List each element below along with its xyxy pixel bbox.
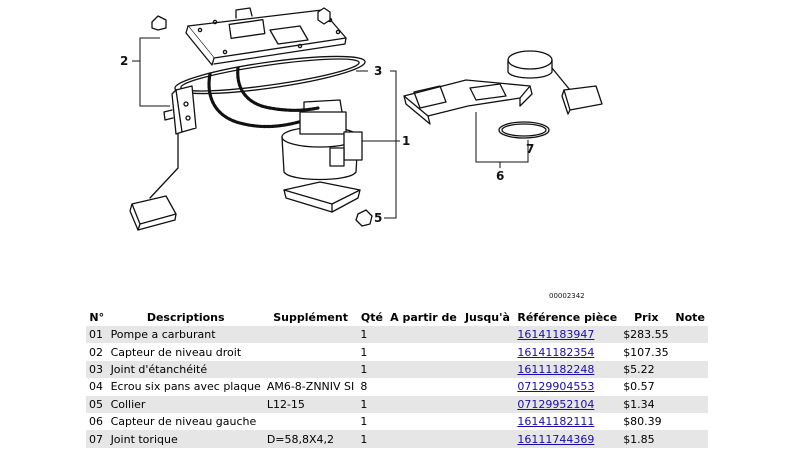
callout-5: 5 [374, 211, 382, 225]
cell-reference: 16141182111 [514, 412, 621, 431]
part-reference-link[interactable]: 16141183947 [517, 328, 595, 342]
cell-description: Pompe a carburant [107, 326, 264, 344]
cell-note [672, 412, 708, 431]
table-header-row: N° Descriptions Supplément Qté A partir … [86, 309, 708, 326]
cell-description: Capteur de niveau gauche [107, 412, 264, 431]
table-row: 02 Capteur de niveau droit 1 16141182354… [86, 343, 708, 361]
part-reference-link[interactable]: 16111744369 [517, 432, 595, 446]
cell-supplement: D=58,8X4,2 [263, 430, 358, 448]
callout-2: 2 [120, 54, 128, 68]
cell-qty: 1 [357, 360, 387, 379]
parts-table: N° Descriptions Supplément Qté A partir … [86, 309, 708, 448]
cell-reference: 07129952104 [514, 395, 621, 413]
callout-6: 6 [496, 169, 504, 183]
table-row: 06 Capteur de niveau gauche 1 1614118211… [86, 412, 708, 431]
cell-price: $5.22 [620, 360, 673, 379]
cell-no: 05 [86, 395, 108, 413]
cell-note [672, 343, 708, 361]
cell-until [460, 343, 515, 361]
cell-description: Ecrou six pans avec plaque [107, 378, 264, 396]
cell-until [460, 326, 515, 344]
col-header-description: Descriptions [146, 311, 225, 324]
cell-from [386, 395, 461, 413]
part-reference-link[interactable]: 07129952104 [517, 397, 595, 411]
cell-supplement: AM6-8-ZNNIV SI [263, 378, 358, 396]
cell-reference: 16141183947 [514, 326, 621, 344]
table-row: 05 Collier L12-15 1 07129952104 $1.34 [86, 395, 708, 413]
cell-note [672, 378, 708, 396]
table-row: 07 Joint torique D=58,8X4,2 1 1611174436… [86, 430, 708, 448]
cell-from [386, 430, 461, 448]
cell-qty: 1 [357, 326, 387, 344]
cell-supplement [263, 326, 358, 344]
cell-from [386, 326, 461, 344]
cell-price: $80.39 [620, 412, 673, 431]
cell-qty: 1 [357, 430, 387, 448]
cell-supplement [263, 412, 358, 431]
col-header-until: Jusqu'à [464, 311, 510, 324]
table-row: 04 Ecrou six pans avec plaque AM6-8-ZNNI… [86, 378, 708, 396]
cell-no: 04 [86, 378, 108, 396]
col-header-no: N° [89, 311, 105, 324]
col-header-note: Note [675, 311, 705, 324]
cell-from [386, 343, 461, 361]
cell-reference: 16141182354 [514, 343, 621, 361]
part-reference-link[interactable]: 16141182354 [517, 345, 595, 359]
col-header-reference: Référence pièce [517, 311, 618, 324]
cell-supplement [263, 343, 358, 361]
cell-until [460, 395, 515, 413]
cell-qty: 1 [357, 412, 387, 431]
cell-from [386, 378, 461, 396]
cell-price: $0.57 [620, 378, 673, 396]
cell-until [460, 412, 515, 431]
cell-no: 02 [86, 343, 108, 361]
cell-supplement [263, 360, 358, 379]
cell-no: 03 [86, 360, 108, 379]
col-header-from: A partir de [390, 311, 457, 324]
cell-until [460, 378, 515, 396]
cell-reference: 16111744369 [514, 430, 621, 448]
cell-price: $1.85 [620, 430, 673, 448]
cell-until [460, 360, 515, 379]
cell-supplement: L12-15 [263, 395, 358, 413]
callout-1: 1 [402, 134, 410, 148]
callout-3: 3 [374, 64, 382, 78]
cell-no: 06 [86, 412, 108, 431]
table-row: 01 Pompe a carburant 1 16141183947 $283.… [86, 326, 708, 344]
cell-no: 01 [86, 326, 108, 344]
cell-from [386, 360, 461, 379]
cell-description: Joint d'étanchéité [107, 360, 264, 379]
cell-note [672, 395, 708, 413]
part-reference-link[interactable]: 16111182248 [517, 362, 595, 376]
cell-note [672, 326, 708, 344]
part-reference-link[interactable]: 07129904553 [517, 380, 595, 394]
cell-note [672, 360, 708, 379]
cell-qty: 1 [357, 343, 387, 361]
diagram-id: 00002342 [549, 292, 585, 300]
cell-description: Joint torique [107, 430, 264, 448]
cell-note [672, 430, 708, 448]
col-header-supplement: Supplément [273, 311, 348, 324]
cell-description: Capteur de niveau droit [107, 343, 264, 361]
callout-7: 7 [526, 142, 534, 156]
cell-price: $107.35 [620, 343, 673, 361]
col-header-qty: Qté [360, 311, 383, 324]
cell-no: 07 [86, 430, 108, 448]
cell-qty: 1 [357, 395, 387, 413]
part-reference-link[interactable]: 16141182111 [517, 415, 595, 429]
cell-qty: 8 [357, 378, 387, 396]
cell-description: Collier [107, 395, 264, 413]
cell-price: $1.34 [620, 395, 673, 413]
cell-reference: 07129904553 [514, 378, 621, 396]
cell-reference: 16111182248 [514, 360, 621, 379]
cell-until [460, 430, 515, 448]
parts-diagram: 2 3 1 5 7 6 00002342 [120, 7, 603, 300]
cell-price: $283.55 [620, 326, 673, 344]
cell-from [386, 412, 461, 431]
table-row: 03 Joint d'étanchéité 1 16111182248 $5.2… [86, 360, 708, 379]
col-header-price: Prix [634, 311, 659, 324]
